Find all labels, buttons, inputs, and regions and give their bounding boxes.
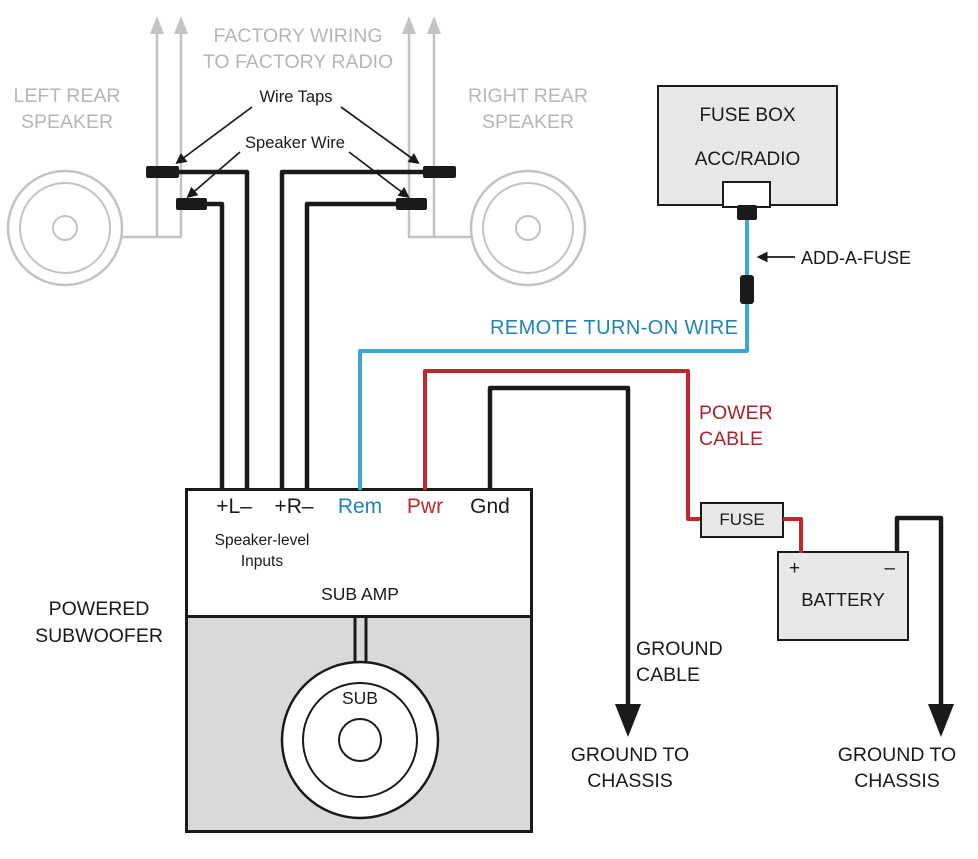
- sub-label: SUB: [342, 688, 378, 708]
- powered-sub-line2: SUBWOOFER: [35, 625, 163, 647]
- right-speaker-line1: RIGHT REAR: [468, 85, 588, 107]
- power-cable-label: POWER CABLE: [699, 400, 773, 452]
- battery-plus-terminal: +: [789, 558, 801, 579]
- terminal-right-input: +R–: [274, 495, 314, 518]
- wire-tap-icon: [176, 198, 207, 210]
- ground-to-chassis-label-amp: GROUND TO CHASSIS: [562, 742, 698, 794]
- right-speaker-line2: SPEAKER: [481, 111, 575, 133]
- ground-chassis-line1: GROUND TO: [570, 744, 690, 766]
- wire-tap-icon: [146, 166, 179, 178]
- wire-tap-icon: [396, 198, 427, 210]
- fuse-label: FUSE: [719, 510, 765, 529]
- speaker-level-line1: Speaker-level: [214, 532, 310, 549]
- remote-turn-on-label: REMOTE TURN-ON WIRE: [490, 317, 739, 339]
- subwoofer-enclosure: [185, 615, 533, 833]
- terminal-remote: Rem: [337, 495, 383, 518]
- terminal-left-input: +L–: [216, 495, 252, 518]
- power-cable-line1: POWER: [699, 402, 773, 424]
- right-rear-speaker-icon: [469, 169, 587, 287]
- left-rear-speaker-label: LEFT REAR SPEAKER: [2, 83, 132, 135]
- add-a-fuse-label: ADD-A-FUSE: [801, 248, 912, 268]
- battery: + – BATTERY: [777, 551, 909, 641]
- terminal-power: Pwr: [406, 495, 444, 518]
- powered-subwoofer-label: POWERED SUBWOOFER: [24, 596, 174, 650]
- wire-tap-connectors: [146, 166, 456, 210]
- left-speaker-line2: SPEAKER: [20, 111, 114, 133]
- speaker-level-wires: [178, 169, 425, 490]
- speaker-wire-label: Speaker Wire: [245, 134, 345, 152]
- ground-arrow-icon: [928, 704, 954, 737]
- acc-radio-slot: [722, 181, 771, 208]
- inline-fuse: FUSE: [700, 502, 784, 538]
- factory-wiring-label: FACTORY WIRING TO FACTORY RADIO: [182, 23, 414, 75]
- speaker-level-inputs-label: Speaker-level Inputs: [200, 530, 324, 572]
- ground-cable-label: GROUND CABLE: [636, 636, 723, 688]
- ground-arrow-icon: [615, 704, 641, 737]
- ground-chassis-line2: CHASSIS: [587, 770, 673, 792]
- ground-chassis-line1: GROUND TO: [837, 744, 957, 766]
- ground-to-chassis-label-battery: GROUND TO CHASSIS: [829, 742, 965, 794]
- wire-tap-icon: [423, 166, 456, 178]
- power-cable-line2: CABLE: [699, 428, 763, 450]
- add-a-fuse-holder-icon: [740, 275, 754, 304]
- ground-cable-line2: CABLE: [636, 664, 700, 686]
- left-speaker-line1: LEFT REAR: [13, 85, 121, 107]
- terminal-ground: Gnd: [470, 495, 510, 518]
- ground-cable-line1: GROUND: [636, 638, 723, 660]
- fuse-box-title: FUSE BOX: [699, 105, 796, 126]
- factory-arrow-icon: [427, 16, 441, 34]
- acc-radio-label: ACC/RADIO: [694, 149, 801, 170]
- wire-taps-label: Wire Taps: [259, 88, 333, 106]
- factory-wiring-line2: TO FACTORY RADIO: [202, 51, 394, 73]
- factory-wiring-line1: FACTORY WIRING: [213, 25, 383, 47]
- speaker-level-line2: Inputs: [240, 553, 284, 570]
- remote-turn-on-wire: [358, 218, 749, 490]
- sub-amp-label: SUB AMP: [321, 584, 399, 604]
- ground-chassis-line2: CHASSIS: [854, 770, 940, 792]
- left-rear-speaker-icon: [6, 169, 124, 287]
- powered-sub-line1: POWERED: [48, 598, 150, 620]
- battery-minus-terminal: –: [884, 558, 895, 579]
- battery-label: BATTERY: [801, 589, 885, 610]
- right-rear-speaker-label: RIGHT REAR SPEAKER: [463, 83, 593, 135]
- factory-arrow-icon: [150, 16, 164, 34]
